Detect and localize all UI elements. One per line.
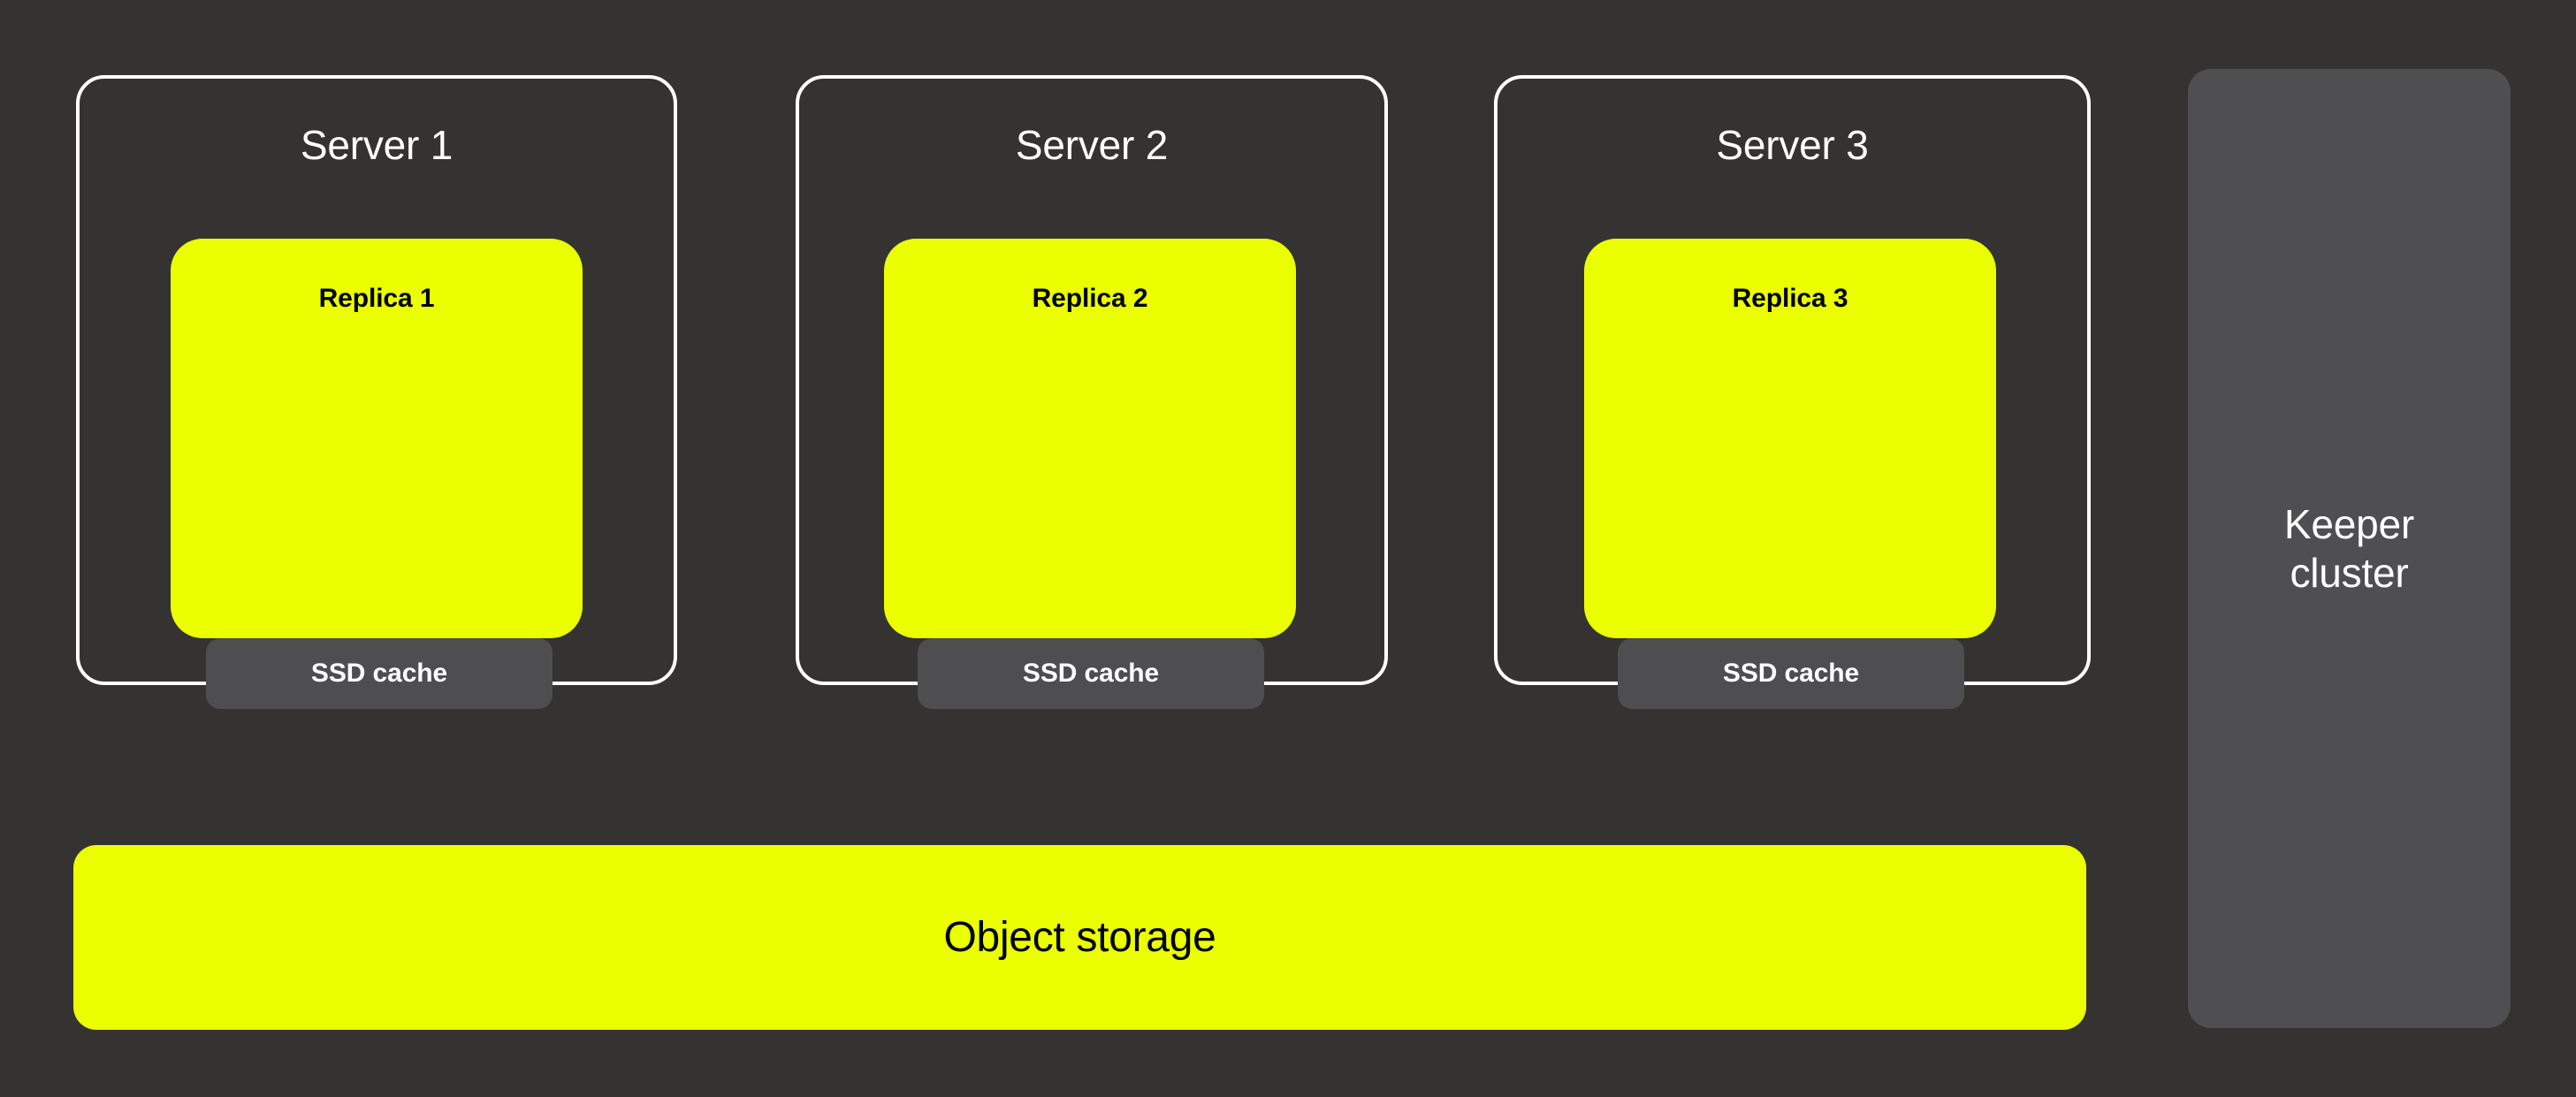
server-title-2: Server 2 bbox=[1015, 122, 1169, 168]
ssd-cache-label-2: SSD cache bbox=[1022, 659, 1160, 688]
replica-label-2: Replica 2 bbox=[1032, 284, 1148, 313]
ssd-cache-label-3: SSD cache bbox=[1722, 659, 1860, 688]
server-title-1: Server 1 bbox=[300, 122, 453, 168]
ssd-cache-box-2: SSD cache bbox=[918, 638, 1264, 709]
object-storage-box: Object storage bbox=[73, 845, 2086, 1030]
ssd-cache-label-1: SSD cache bbox=[310, 659, 448, 688]
server-title-3: Server 3 bbox=[1716, 122, 1869, 168]
replica-box-2: Replica 2 bbox=[884, 239, 1296, 638]
replica-box-3: Replica 3 bbox=[1584, 239, 1996, 638]
replica-box-1: Replica 1 bbox=[171, 239, 583, 638]
replica-label-3: Replica 3 bbox=[1732, 284, 1848, 313]
keeper-cluster-label: Keeper cluster bbox=[2283, 501, 2415, 596]
keeper-cluster-box: Keeper cluster bbox=[2188, 69, 2511, 1028]
ssd-cache-box-1: SSD cache bbox=[206, 638, 553, 709]
replica-label-1: Replica 1 bbox=[318, 284, 435, 313]
object-storage-label: Object storage bbox=[943, 913, 1216, 961]
ssd-cache-box-3: SSD cache bbox=[1618, 638, 1964, 709]
